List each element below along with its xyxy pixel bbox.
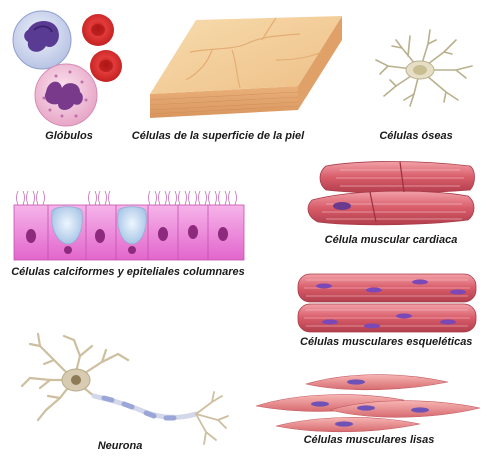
label-lisas: Células musculares lisas: [303, 434, 435, 446]
label-calciformes: Células calciformes y epiteliales column…: [11, 266, 245, 278]
label-neurona: Neurona: [97, 440, 143, 452]
label-piel: Células de la superficie de la piel: [131, 130, 305, 142]
red-blood-cell: [82, 14, 114, 46]
white-blood-cell-pink: [34, 63, 98, 127]
white-blood-cell-blue: [12, 10, 72, 70]
label-oseas: Células óseas: [379, 130, 453, 142]
label-globulos: Glóbulos: [45, 130, 93, 142]
smooth-muscle-illustration: [255, 374, 481, 433]
label-cardiaca: Célula muscular cardiaca: [324, 234, 458, 246]
skin-surface-illustration: [149, 16, 342, 118]
skeletal-muscle-illustration: [297, 273, 477, 333]
label-esqueleticas: Células musculares esqueléticas: [300, 336, 473, 348]
neuron-illustration: [20, 332, 229, 445]
blood-cells-illustration: [12, 10, 122, 127]
cardiac-muscle-illustration: [307, 161, 475, 226]
bone-cell-illustration: [375, 29, 473, 107]
red-blood-cell: [90, 50, 122, 82]
epithelial-illustration: [13, 190, 245, 261]
